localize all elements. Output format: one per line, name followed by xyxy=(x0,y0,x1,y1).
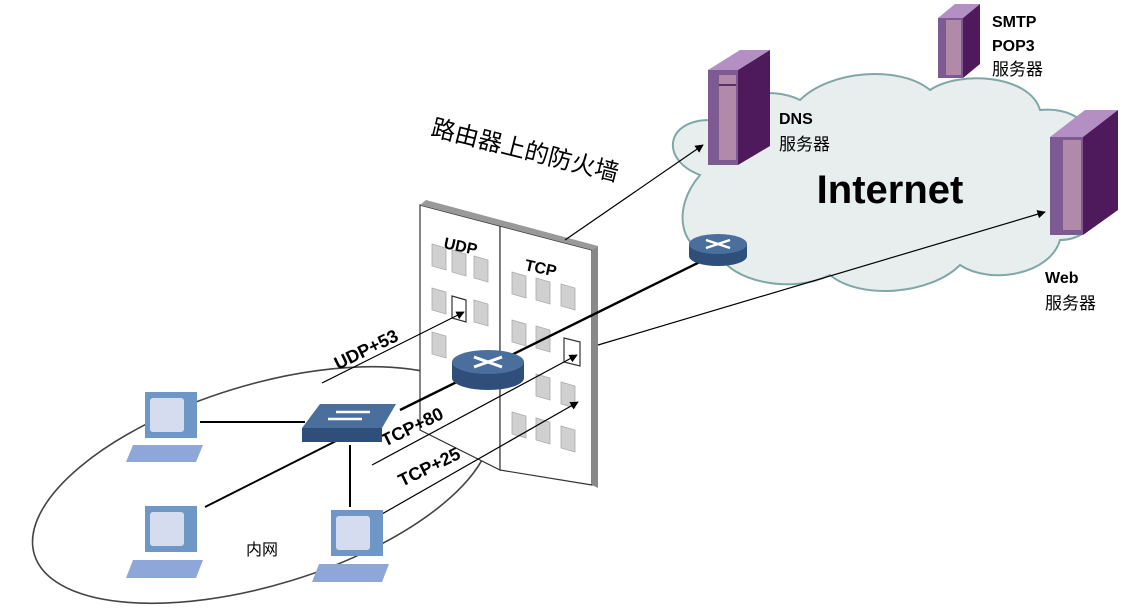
pc-icon xyxy=(126,506,203,578)
udp-label: UDP xyxy=(442,235,479,259)
tcp-ports xyxy=(511,271,576,453)
mail-server-icon xyxy=(938,4,980,78)
dns-label-line2: 服务器 xyxy=(779,135,830,155)
lan-switch-icon xyxy=(302,404,396,442)
connection-lines xyxy=(200,144,1046,519)
internet-label: Internet xyxy=(817,168,964,212)
dns-label-line1: DNS xyxy=(779,111,813,128)
diagram-title: 路由器上的防火墙 xyxy=(429,114,622,188)
pc-icon xyxy=(126,392,203,462)
pc-icon xyxy=(312,510,389,582)
web-server-icon xyxy=(1050,110,1118,235)
mail-label-line2: POP3 xyxy=(992,38,1035,55)
udp-open-port xyxy=(451,295,467,323)
mail-label-line3: 服务器 xyxy=(992,60,1043,80)
tcp25-label: TCP+25 xyxy=(395,443,464,490)
mail-label-line1: SMTP xyxy=(992,14,1037,31)
tcp-label: TCP xyxy=(523,257,558,280)
web-label-line1: Web xyxy=(1045,270,1079,287)
tcp-open-port xyxy=(563,337,581,367)
internet-router-icon xyxy=(689,234,747,266)
udp-ports xyxy=(431,243,489,359)
firewall-router-icon xyxy=(452,350,524,390)
web-label-line2: 服务器 xyxy=(1045,294,1096,314)
dns-server-icon xyxy=(708,50,770,165)
lan-label: 内网 xyxy=(246,540,278,559)
firewall-wall xyxy=(419,200,598,488)
